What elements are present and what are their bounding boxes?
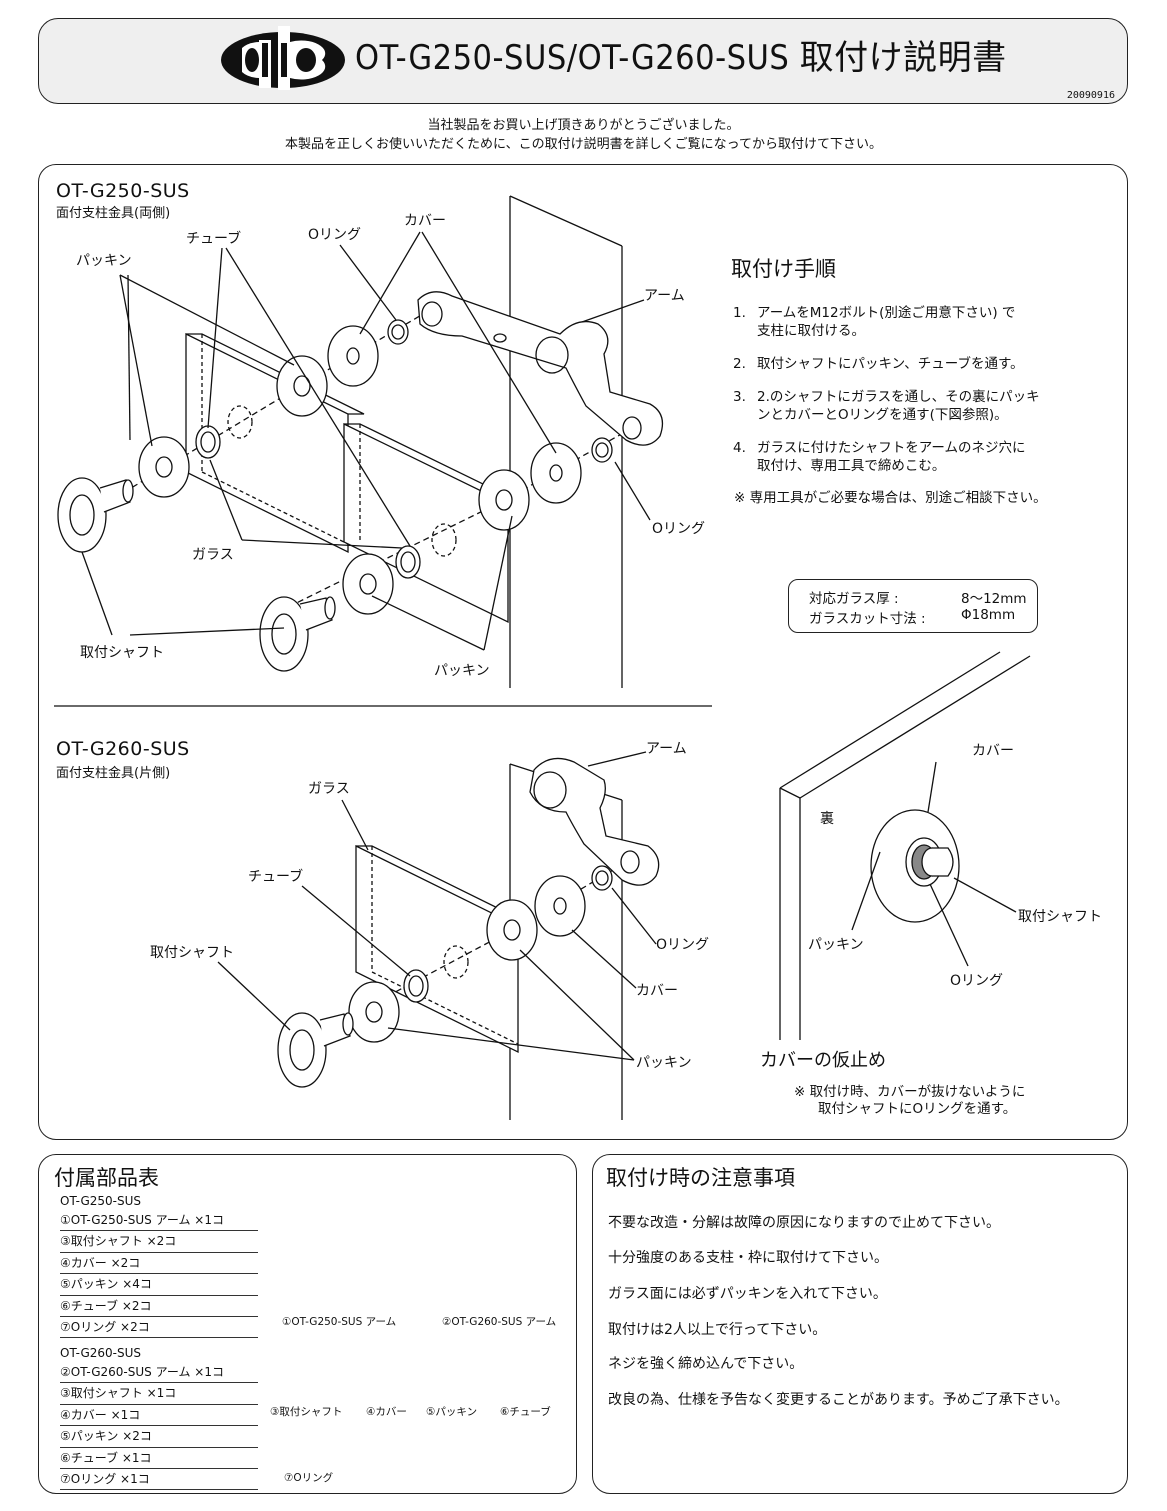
temp-label-back: 裏	[820, 811, 834, 827]
spec-box: 対応ガラス厚 : 8～12mm ガラスカット寸法 : Φ18mm	[788, 579, 1038, 633]
caution-item: ネジを強く締め込んで下さい。	[608, 1356, 804, 1372]
g260-label-oring: Oリング	[656, 937, 710, 953]
g260-subtitle: 面付支柱金具(片側)	[56, 766, 171, 781]
g260-label-cover: カバー	[636, 983, 678, 999]
spec-cut-value: Φ18mm	[961, 607, 1016, 623]
spec-cut-label: ガラスカット寸法 :	[809, 611, 926, 627]
g260-label-arm: アーム	[646, 741, 687, 757]
parts-list-g260: OT-G260-SUS ②OT-G260-SUS アーム ×1コ ③取付シャフト…	[60, 1344, 258, 1491]
parts-row: ③取付シャフト ×2コ	[60, 1231, 258, 1253]
parts-row: ③取付シャフト ×1コ	[60, 1383, 258, 1405]
caption-cover: ④カバー	[366, 1406, 407, 1418]
procedure-note: ※ 専用工具がご必要な場合は、別途ご相談下さい。	[734, 490, 1047, 506]
caption-packing: ⑤パッキン	[426, 1406, 478, 1418]
caution-item: 不要な改造・分解は故障の原因になりますので止めて下さい。	[608, 1215, 1000, 1231]
spec-thickness-label: 対応ガラス厚 :	[809, 591, 899, 607]
g250-label-oring-top: Oリング	[308, 227, 362, 243]
procedure-step: 2.取付シャフトにパッキン、チューブを通す。	[733, 356, 1024, 372]
caution-item: 改良の為、仕様を予告なく変更することがあります。予めご了承下さい。	[608, 1392, 1069, 1408]
caution-title: 取付け時の注意事項	[606, 1166, 795, 1190]
g260-label-glass: ガラス	[308, 781, 350, 797]
parts-row: ⑦Oリング ×2コ	[60, 1317, 258, 1339]
parts-row: ⑤パッキン ×2コ	[60, 1426, 258, 1448]
g260-model: OT-G260-SUS	[56, 738, 190, 760]
g260-label-shaft: 取付シャフト	[150, 945, 234, 961]
g250-label-packing-top: パッキン	[76, 253, 132, 269]
temp-label-cover: カバー	[972, 743, 1014, 759]
caution-item: ガラス面には必ずパッキンを入れて下さい。	[608, 1286, 887, 1302]
g250-model: OT-G250-SUS	[56, 180, 190, 202]
temp-label-shaft: 取付シャフト	[1018, 909, 1102, 925]
parts-g250-header: OT-G250-SUS	[60, 1194, 141, 1208]
parts-title: 付属部品表	[54, 1166, 159, 1190]
procedure-steps: 1.アームをM12ボルト(別途ご用意下さい) で 支柱に取付ける。 2.取付シャ…	[733, 304, 1113, 490]
g250-label-glass: ガラス	[192, 547, 234, 563]
g260-label-packing: パッキン	[636, 1055, 692, 1071]
caution-item: 取付けは2人以上で行って下さい。	[608, 1322, 827, 1338]
g250-label-arm: アーム	[644, 288, 685, 304]
parts-row: ⑤パッキン ×4コ	[60, 1274, 258, 1296]
parts-row: ①OT-G250-SUS アーム ×1コ	[60, 1210, 258, 1232]
parts-row: ⑥チューブ ×1コ	[60, 1448, 258, 1469]
caption-arm2: ②OT-G260-SUS アーム	[442, 1316, 557, 1328]
g250-label-shaft: 取付シャフト	[80, 645, 164, 661]
parts-row: ⑥チューブ ×2コ	[60, 1296, 258, 1317]
temp-label-packing: パッキン	[808, 937, 864, 953]
caption-shaft: ③取付シャフト	[270, 1406, 343, 1418]
g250-label-oring-right: Oリング	[652, 521, 706, 537]
temp-note-line-1: ※ 取付け時、カバーが抜けないように	[794, 1084, 1026, 1100]
caption-tube: ⑥チューブ	[500, 1406, 551, 1418]
parts-panel	[38, 1154, 577, 1494]
caption-arm1: ①OT-G250-SUS アーム	[282, 1316, 397, 1328]
caution-item: 十分強度のある支柱・枠に取付けて下さい。	[608, 1250, 888, 1266]
g250-subtitle: 面付支柱金具(両側)	[56, 206, 171, 221]
document-date: 20090916	[1066, 90, 1115, 101]
parts-row: ②OT-G260-SUS アーム ×1コ	[60, 1362, 258, 1384]
procedure-step: 4.ガラスに付けたシャフトをアームのネジ穴に 取付け、専用工具で締めこむ。	[733, 440, 1026, 474]
procedure-step: 1.アームをM12ボルト(別途ご用意下さい) で 支柱に取付ける。	[733, 305, 1016, 339]
temp-note-line-2: 取付シャフトにOリングを通す。	[818, 1101, 1017, 1117]
header-banner: 20090916	[38, 18, 1128, 104]
spec-thickness-value: 8～12mm	[961, 591, 1027, 607]
procedure-title: 取付け手順	[731, 257, 836, 281]
page-title: OT-G250-SUS/OT-G260-SUS 取付け説明書	[355, 38, 1007, 78]
caption-oring: ⑦Oリング	[284, 1472, 334, 1484]
procedure-step: 3.2.のシャフトにガラスを通し、その裏にパッキ ンとカバーとOリングを通す(下…	[733, 389, 1040, 423]
g250-label-tube: チューブ	[186, 231, 242, 247]
g260-label-tube: チューブ	[248, 869, 304, 885]
temp-title: カバーの仮止め	[760, 1050, 886, 1071]
parts-row: ④カバー ×2コ	[60, 1253, 258, 1275]
temp-label-oring: Oリング	[950, 973, 1004, 989]
g250-label-packing-bottom: パッキン	[434, 663, 490, 679]
caution-panel	[592, 1154, 1128, 1494]
g250-label-cover: カバー	[404, 213, 446, 229]
intro-line-2: 本製品を正しくお使いいただくために、この取付け説明書を詳しくご覧になってから取付…	[285, 137, 882, 152]
parts-row: ⑦Oリング ×1コ	[60, 1469, 258, 1491]
parts-g260-header: OT-G260-SUS	[60, 1346, 141, 1360]
parts-list-g250: OT-G250-SUS ①OT-G250-SUS アーム ×1コ ③取付シャフト…	[60, 1192, 258, 1339]
intro-line-1: 当社製品をお買い上げ頂きありがとうございました。	[427, 118, 740, 133]
parts-row: ④カバー ×1コ	[60, 1405, 258, 1427]
